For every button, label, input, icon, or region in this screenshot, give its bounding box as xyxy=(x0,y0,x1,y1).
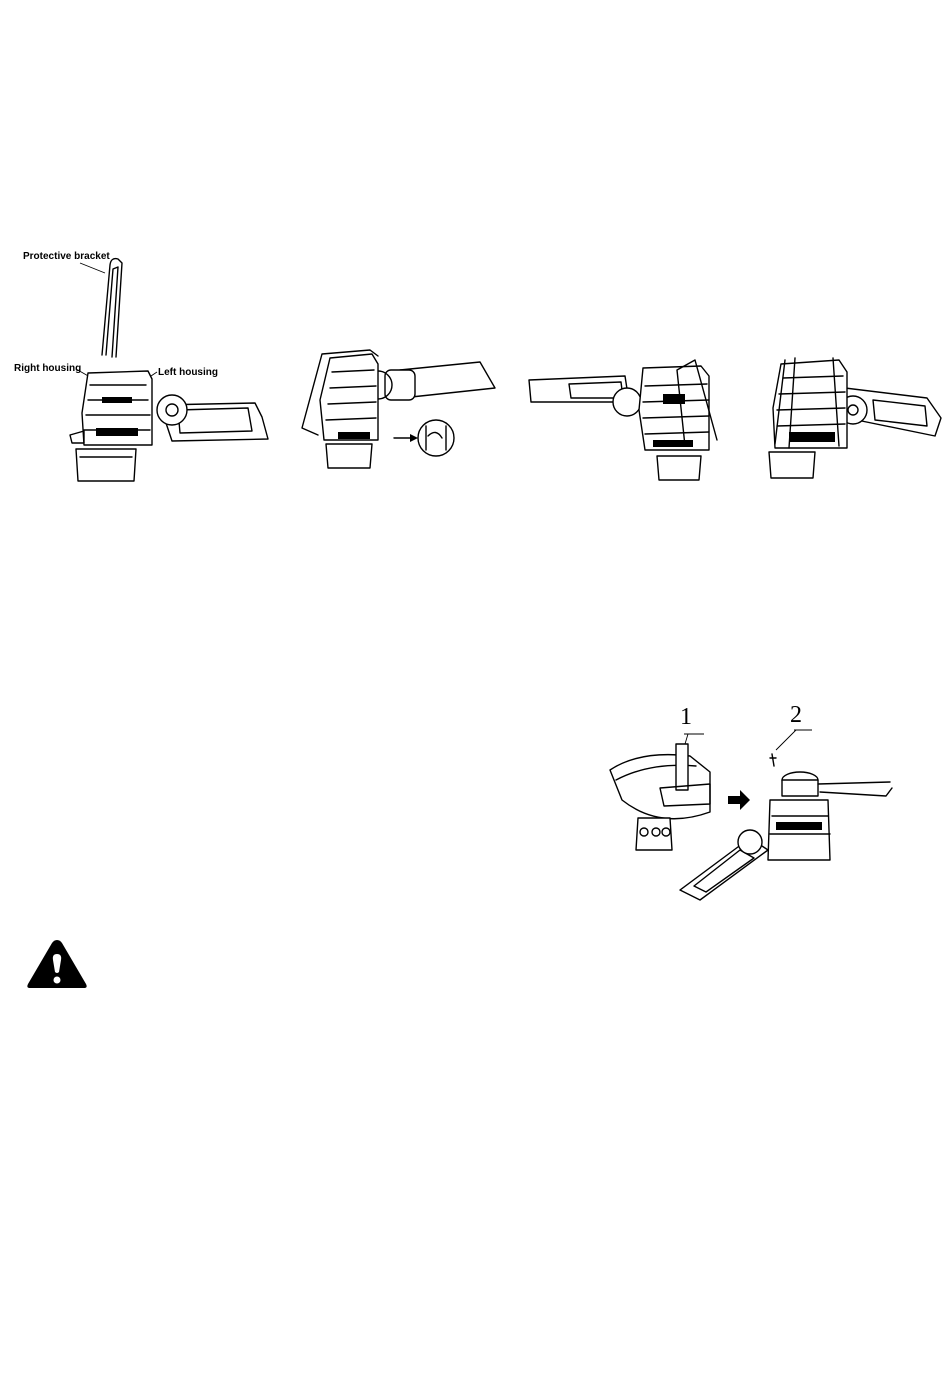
trimmer-head-drawing-4 xyxy=(755,348,945,483)
trimmer-head-drawing-2 xyxy=(290,340,500,475)
guard-installation-figure: 1 2 xyxy=(600,700,900,900)
assembly-step-1-figure: Protective bracket Right housing Left ho… xyxy=(10,245,280,490)
warning-triangle-icon xyxy=(26,938,88,990)
assembly-step-4-figure xyxy=(755,348,945,483)
assembly-step-2-figure xyxy=(290,340,500,475)
trimmer-head-drawing-1 xyxy=(10,245,280,490)
assembly-step-3-figure xyxy=(525,350,735,485)
guard-and-head-drawing xyxy=(600,700,900,900)
trimmer-head-drawing-3 xyxy=(525,350,735,485)
